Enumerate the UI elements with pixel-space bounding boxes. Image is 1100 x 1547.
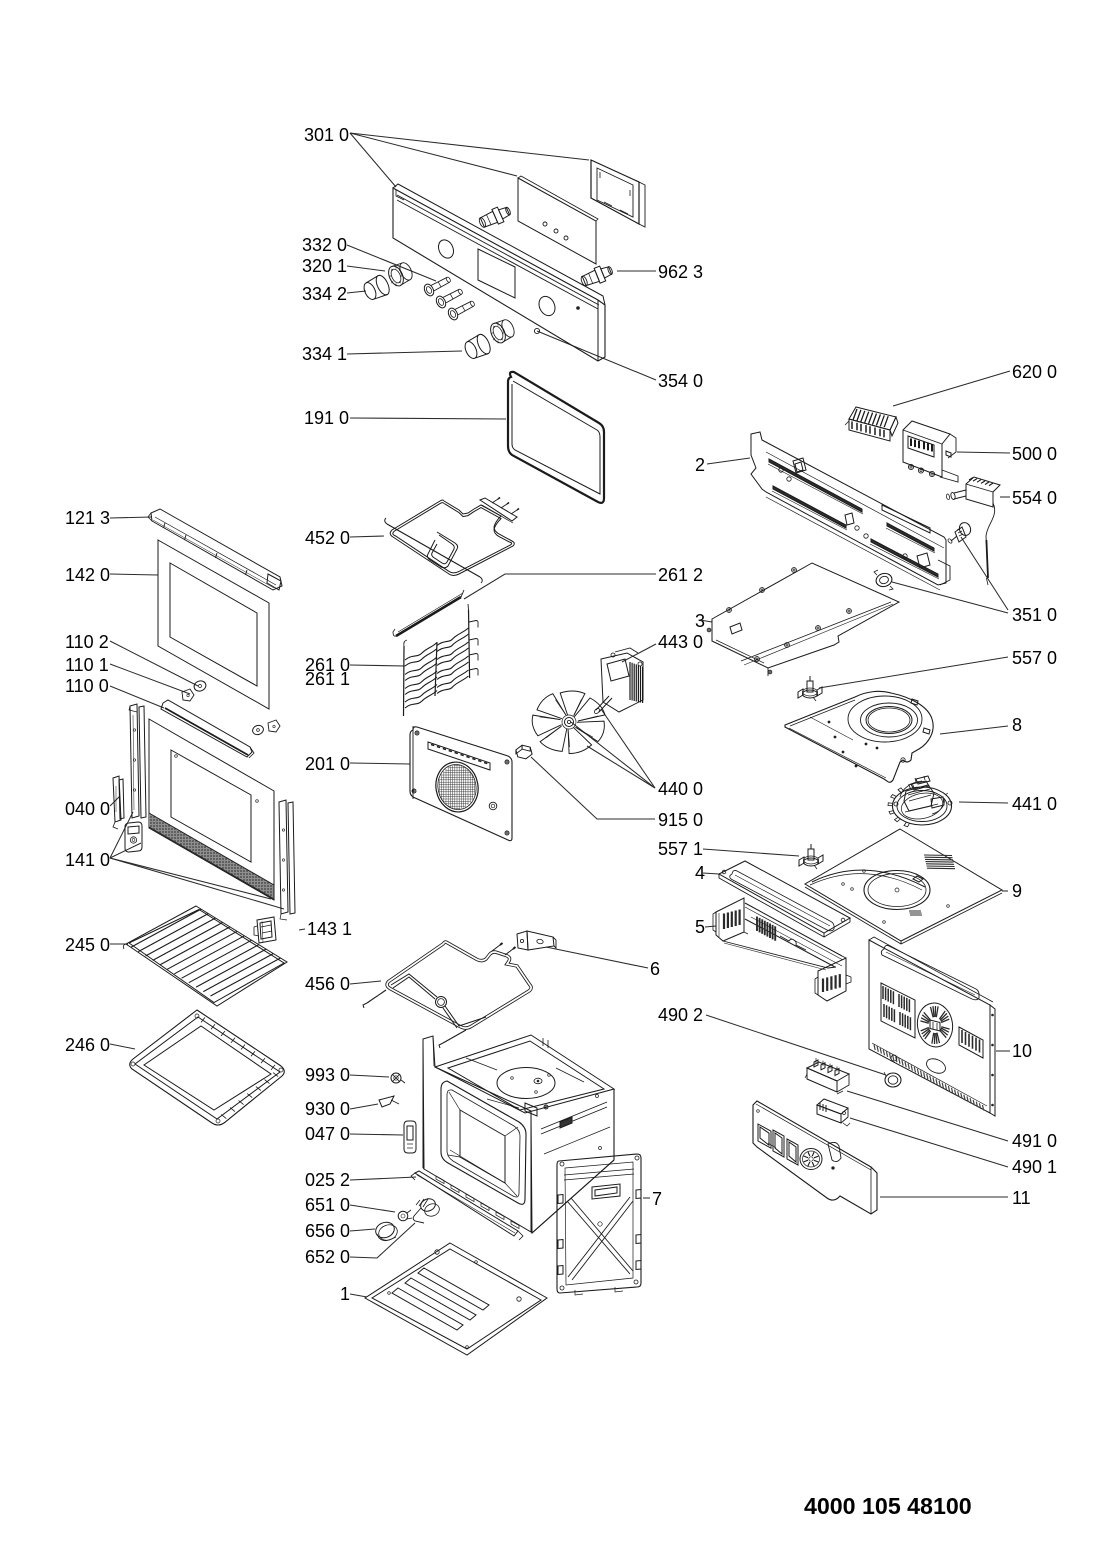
svg-text:490 1: 490 1 xyxy=(1012,1157,1057,1177)
svg-text:121 3: 121 3 xyxy=(65,508,110,528)
svg-text:334 1: 334 1 xyxy=(302,344,347,364)
svg-text:354 0: 354 0 xyxy=(658,371,703,391)
svg-text:441 0: 441 0 xyxy=(1012,794,1057,814)
svg-text:320 1: 320 1 xyxy=(302,256,347,276)
svg-text:261 0: 261 0 xyxy=(305,655,350,675)
svg-text:651 0: 651 0 xyxy=(305,1195,350,1215)
svg-text:620 0: 620 0 xyxy=(1012,362,1057,382)
svg-text:245 0: 245 0 xyxy=(65,935,110,955)
svg-text:443 0: 443 0 xyxy=(658,632,703,652)
svg-text:2: 2 xyxy=(695,455,705,475)
svg-text:141 0: 141 0 xyxy=(65,850,110,870)
svg-text:4: 4 xyxy=(695,863,705,883)
svg-text:142 0: 142 0 xyxy=(65,565,110,585)
svg-text:652 0: 652 0 xyxy=(305,1247,350,1267)
svg-text:025 2: 025 2 xyxy=(305,1170,350,1190)
svg-text:5: 5 xyxy=(695,917,705,937)
svg-text:261 1: 261 1 xyxy=(305,669,350,689)
svg-text:6: 6 xyxy=(650,959,660,979)
svg-text:11: 11 xyxy=(1012,1188,1031,1208)
svg-text:3: 3 xyxy=(695,611,705,631)
svg-text:351 0: 351 0 xyxy=(1012,605,1057,625)
svg-text:040 0: 040 0 xyxy=(65,799,110,819)
svg-text:110 1: 110 1 xyxy=(65,655,109,675)
svg-text:491 0: 491 0 xyxy=(1012,1131,1057,1151)
svg-text:246 0: 246 0 xyxy=(65,1035,110,1055)
svg-text:191 0: 191 0 xyxy=(304,408,349,428)
svg-text:500 0: 500 0 xyxy=(1012,444,1057,464)
svg-text:10: 10 xyxy=(1012,1041,1032,1061)
svg-text:557 0: 557 0 xyxy=(1012,648,1057,668)
svg-text:456 0: 456 0 xyxy=(305,974,350,994)
svg-text:110 0: 110 0 xyxy=(65,676,109,696)
svg-text:557 1: 557 1 xyxy=(658,839,703,859)
svg-text:8: 8 xyxy=(1012,715,1022,735)
svg-text:993 0: 993 0 xyxy=(305,1065,350,1085)
svg-text:490 2: 490 2 xyxy=(658,1005,703,1025)
svg-text:261 2: 261 2 xyxy=(658,565,703,585)
svg-text:915 0: 915 0 xyxy=(658,810,703,830)
svg-text:656 0: 656 0 xyxy=(305,1221,350,1241)
svg-text:440 0: 440 0 xyxy=(658,779,703,799)
svg-text:9: 9 xyxy=(1012,881,1022,901)
svg-text:301 0: 301 0 xyxy=(304,125,349,145)
svg-text:143 1: 143 1 xyxy=(307,919,352,939)
svg-text:110 2: 110 2 xyxy=(65,632,109,652)
svg-text:334 2: 334 2 xyxy=(302,284,347,304)
svg-text:201 0: 201 0 xyxy=(305,754,350,774)
svg-text:047 0: 047 0 xyxy=(305,1124,350,1144)
svg-text:4000 105 48100: 4000 105 48100 xyxy=(804,1493,972,1519)
svg-text:930 0: 930 0 xyxy=(305,1099,350,1119)
svg-text:452 0: 452 0 xyxy=(305,528,350,548)
svg-text:1: 1 xyxy=(340,1284,350,1304)
svg-text:7: 7 xyxy=(652,1189,662,1209)
svg-text:962 3: 962 3 xyxy=(658,262,703,282)
svg-text:332 0: 332 0 xyxy=(302,235,347,255)
svg-text:554 0: 554 0 xyxy=(1012,488,1057,508)
